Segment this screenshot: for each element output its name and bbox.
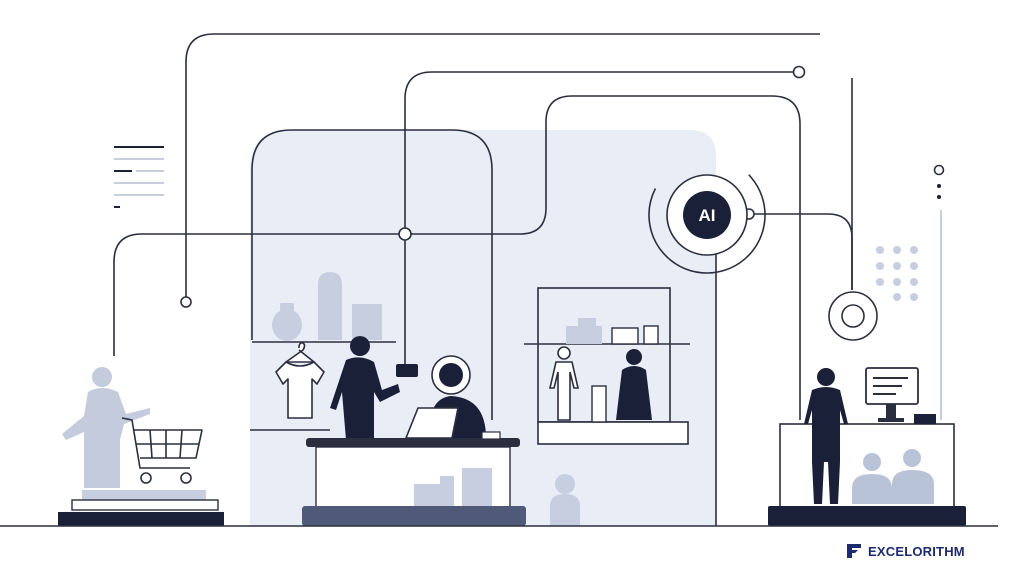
counter-boxes	[414, 468, 492, 506]
target-circle	[828, 291, 878, 341]
laptop-icon	[404, 407, 501, 440]
dot-grid	[876, 246, 918, 301]
text-lines-decor	[114, 146, 164, 208]
brand-name: EXCELORITHM	[868, 543, 965, 559]
cabinet-top-boxes	[566, 318, 659, 345]
brand-logo: EXCELORITHM	[846, 543, 965, 559]
standing-customer-right	[804, 368, 848, 504]
mannequin-icon	[548, 346, 580, 421]
ghost-figure	[550, 474, 580, 526]
counter	[302, 438, 526, 526]
dark-mannequin	[616, 349, 652, 420]
ghost-shopper	[62, 367, 150, 488]
monitor-icon	[865, 367, 936, 424]
ai-node-icon: AI	[648, 156, 766, 274]
shopping-cart-icon	[121, 417, 203, 484]
seated-ghost-figures	[852, 449, 934, 504]
shirt-icon	[275, 342, 325, 419]
brand-mark-icon	[847, 544, 861, 558]
pedestal	[591, 385, 607, 423]
display-base	[537, 421, 689, 445]
ai-badge-label: AI	[699, 206, 716, 225]
shelf-items	[272, 272, 382, 341]
decor-dots	[937, 184, 941, 199]
left-pedestal	[58, 490, 224, 526]
